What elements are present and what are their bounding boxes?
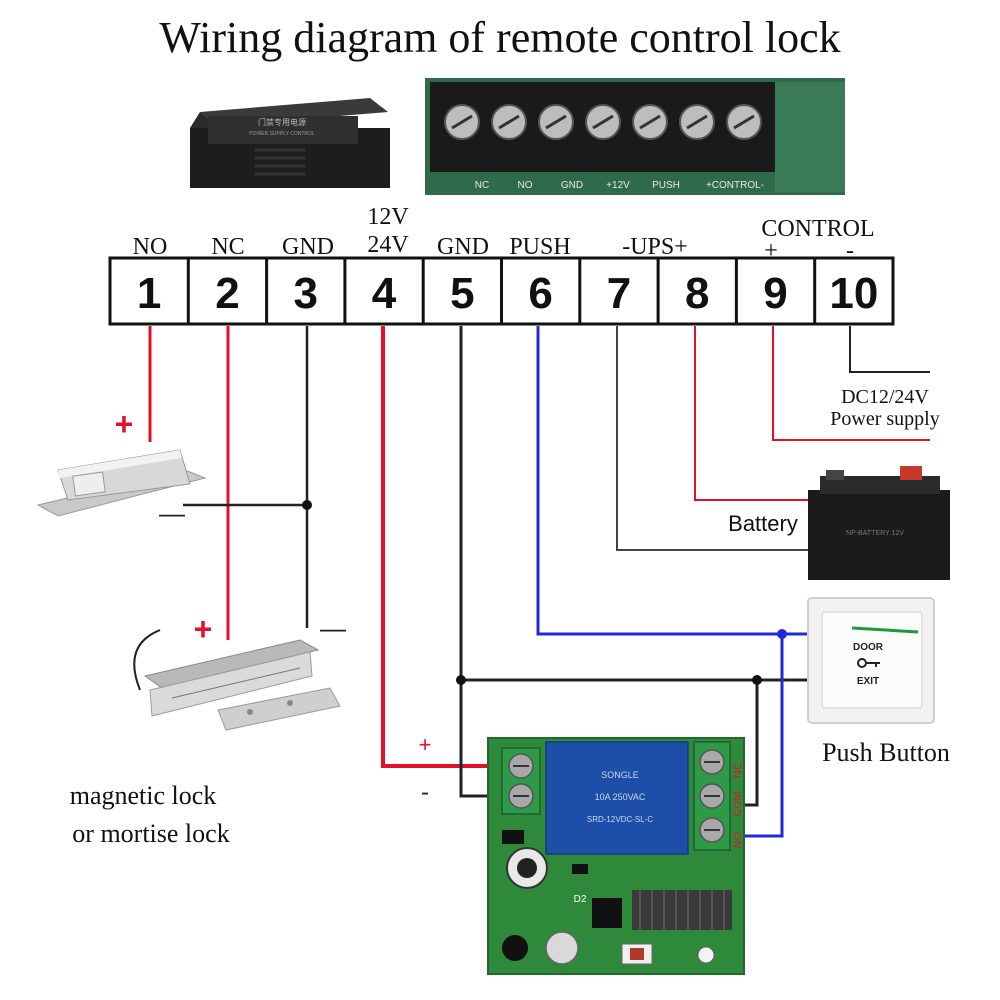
header-24v: 24V	[367, 232, 409, 258]
lock-1-plus: +	[115, 406, 134, 442]
wire-control-plus	[772, 326, 930, 441]
header-gnd-1: GND	[282, 234, 334, 260]
wires	[148, 326, 930, 838]
power-supply-note-line2: Power supply	[830, 408, 939, 430]
diagram-title: Wiring diagram of remote control lock	[159, 13, 840, 62]
junction-dot	[456, 675, 466, 685]
header-control: CONTROL	[761, 216, 874, 242]
relay-text-3: SRD-12VDC-SL-C	[587, 815, 653, 824]
wire-push-blue	[536, 326, 812, 636]
photo-label-no: NO	[518, 180, 533, 191]
terminal-headers: NO NC GND 12V 24V GND PUSH -UPS+ CONTROL…	[133, 204, 875, 264]
terminal-photo: NC NO GND +12V PUSH +CONTROL-	[425, 78, 845, 195]
terminal-block: 1 2 3 4 5 6 7 8 9 10	[108, 256, 895, 326]
lock-label-line2: or mortise lock	[72, 819, 229, 848]
antenna-coil	[632, 890, 732, 930]
junction-dots	[302, 500, 787, 685]
battery-image: NP-BATTERY 12V	[808, 466, 950, 580]
wire-control-minus	[849, 326, 930, 373]
terminal-number-2: 2	[215, 269, 239, 318]
photo-label-push: PUSH	[652, 180, 680, 191]
header-ups: -UPS+	[622, 234, 688, 260]
receiver-module: SONGLE 10A 250VAC SRD-12VDC-SL-C NC COM …	[487, 737, 745, 975]
terminal-number-6: 6	[528, 269, 552, 318]
power-supply-note-line1: DC12/24V	[841, 386, 929, 408]
header-no: NO	[133, 234, 168, 260]
junction-dot	[752, 675, 762, 685]
terminal-number-8: 8	[685, 269, 709, 318]
push-button-plate-top: DOOR	[853, 642, 884, 653]
chip	[592, 898, 622, 928]
photo-label-12v: +12V	[606, 180, 630, 191]
terminal-number-3: 3	[294, 269, 318, 318]
relay-pin-nc: NC	[732, 762, 744, 778]
terminal-number-5: 5	[450, 269, 474, 318]
push-button-image: DOOR EXIT	[807, 597, 935, 724]
battery-case-text: NP-BATTERY 12V	[846, 530, 904, 537]
photo-label-control: +CONTROL-	[706, 180, 764, 191]
terminal-number-10: 10	[829, 269, 878, 318]
push-button-plate-bottom: EXIT	[857, 676, 879, 687]
lock-1-minus: —	[159, 498, 185, 528]
receiver-minus-label: -	[421, 779, 429, 806]
header-push: PUSH	[509, 234, 570, 260]
photo-label-nc: NC	[475, 180, 489, 191]
magnetic-lock-image	[133, 629, 341, 731]
inductor	[502, 935, 528, 961]
wire-gnd2-black	[459, 326, 490, 798]
wire-power-red	[381, 326, 490, 768]
receiver-plus-label: +	[419, 732, 432, 757]
terminal-number-4: 4	[372, 269, 397, 318]
power-supply-box: 门禁专用电源 POWER SUPPLY CONTROL	[190, 98, 390, 188]
wire-ups-plus	[694, 326, 810, 501]
header-gnd-2: GND	[437, 234, 489, 260]
relay-pin-com: COM	[732, 791, 744, 817]
header-control-minus: -	[846, 238, 854, 264]
electric-bolt-lock-image	[36, 449, 207, 517]
pcb-label-d2: D2	[574, 894, 587, 905]
terminal-number-7: 7	[607, 269, 631, 318]
header-12v: 12V	[367, 204, 409, 230]
relay-text-2: 10A 250VAC	[595, 792, 646, 802]
lock-2-plus: +	[194, 611, 213, 647]
lock-label-line1: magnetic lock	[70, 781, 217, 810]
wire-ups-minus	[616, 326, 808, 551]
relay-pin-no: NO	[732, 831, 744, 848]
push-button-label: Push Button	[822, 738, 950, 767]
terminal-number-1: 1	[137, 269, 161, 318]
junction-dot	[302, 500, 312, 510]
battery-label: Battery	[728, 511, 798, 536]
relay-text-1: SONGLE	[601, 770, 639, 780]
junction-dot	[777, 629, 787, 639]
relay	[545, 741, 689, 855]
photo-label-gnd: GND	[561, 180, 583, 191]
header-nc: NC	[211, 234, 244, 260]
power-supply-label-en: POWER SUPPLY CONTROL	[249, 131, 315, 137]
terminal-number-9: 9	[763, 269, 787, 318]
power-supply-label-cn: 门禁专用电源	[258, 117, 306, 127]
lock-2-minus: —	[320, 613, 346, 643]
wire-no-blue	[728, 634, 784, 838]
